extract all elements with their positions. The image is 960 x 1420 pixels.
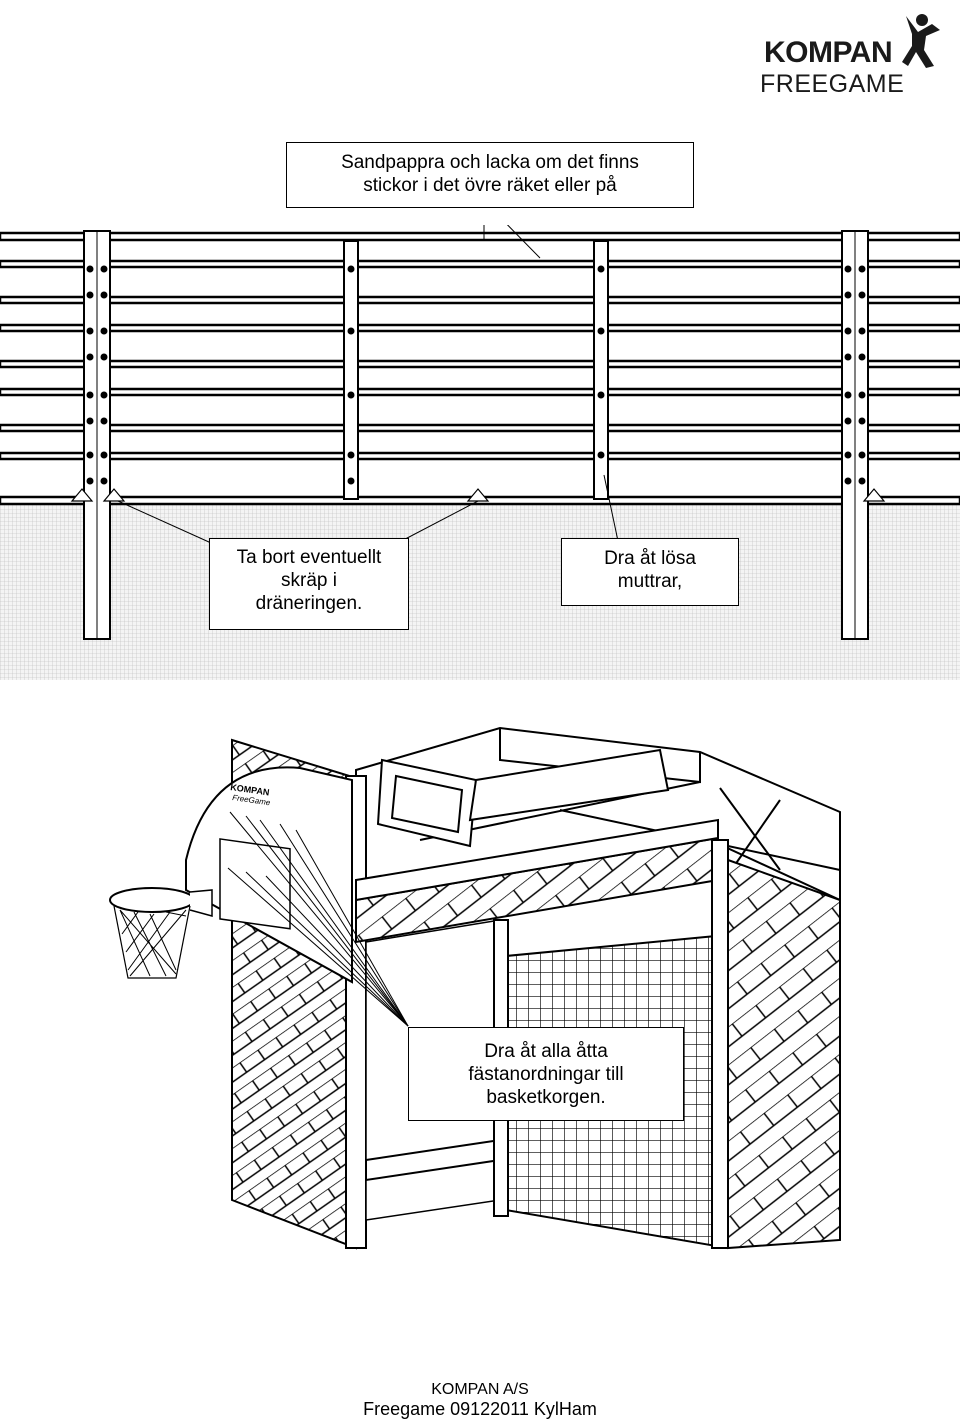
kompan-freegame-logo: KOMPAN FREEGAME bbox=[756, 6, 946, 98]
callout-line: stickor i det övre räket eller på bbox=[363, 175, 617, 196]
bolts bbox=[86, 265, 866, 485]
basketball-hoop bbox=[109, 887, 213, 979]
callout-line: Dra åt alla åtta bbox=[484, 1041, 608, 1062]
callout-line: skräp i bbox=[281, 570, 337, 591]
footer-doc-ref: Freegame 09122011 KylHam bbox=[363, 1399, 597, 1419]
callout-line: Ta bort eventuellt bbox=[236, 547, 382, 568]
mesh-ground bbox=[0, 505, 960, 680]
callout-line: dräneringen. bbox=[255, 593, 363, 614]
basket-structure-illustration: KOMPAN FreeGame bbox=[109, 726, 841, 1250]
jumping-figure-icon bbox=[902, 14, 940, 68]
callout-clear-drainage: Ta bort eventuellt skräp i dräneringen. bbox=[209, 538, 409, 630]
callout-sand-and-varnish: Sandpappra och lacka om det finns sticko… bbox=[286, 142, 694, 208]
callout-line: Sandpappra och lacka om det finns bbox=[341, 152, 639, 173]
callout-tighten-nuts: Dra åt lösa muttrar, bbox=[561, 538, 739, 606]
callout-tighten-basket-fixings: Dra åt alla åtta fästanordningar till ba… bbox=[408, 1027, 684, 1121]
fence-rails bbox=[0, 231, 960, 506]
fence-illustration bbox=[0, 225, 960, 680]
logo-product: FREEGAME bbox=[760, 70, 905, 98]
footer-company: KOMPAN A/S bbox=[431, 1381, 529, 1398]
callout-line: muttrar, bbox=[617, 571, 683, 592]
callout-line: fästanordningar till bbox=[468, 1064, 624, 1085]
callout-line: basketkorgen. bbox=[486, 1087, 606, 1108]
logo-brand: KOMPAN bbox=[764, 36, 893, 69]
callout-line: Dra åt lösa bbox=[604, 548, 696, 569]
